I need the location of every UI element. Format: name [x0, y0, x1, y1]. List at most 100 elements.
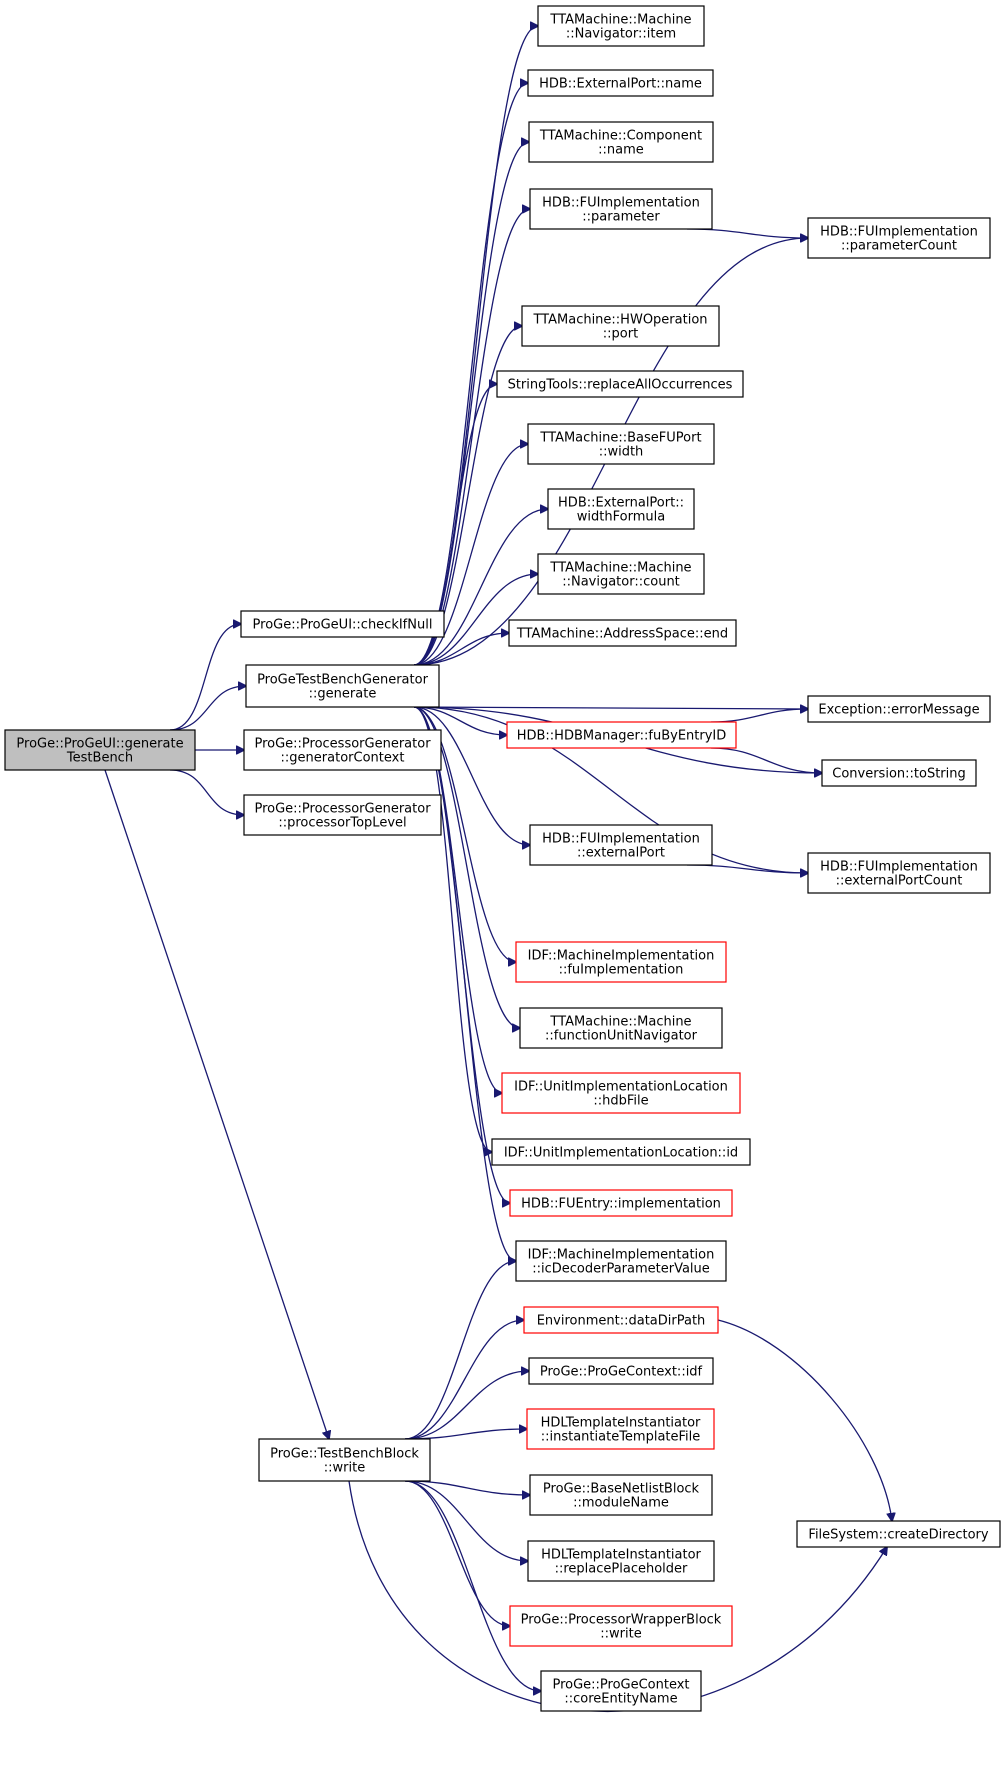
- node-label: TTAMachine::BaseFUPort: [539, 431, 701, 446]
- node-label: TTAMachine::Machine: [549, 1015, 691, 1030]
- node-hdbFile[interactable]: IDF::UnitImplementationLocation::hdbFile: [501, 1072, 741, 1114]
- node-compName[interactable]: TTAMachine::Component::name: [528, 121, 714, 163]
- node-replPh[interactable]: HDLTemplateInstantiator::replacePlacehol…: [527, 1540, 715, 1582]
- node-label: ::coreEntityName: [564, 1692, 677, 1707]
- edge-tbgen-to-icDecParam: [413, 706, 516, 1261]
- node-label: TTAMachine::HWOperation: [532, 313, 707, 328]
- node-box: [515, 941, 727, 983]
- node-pwWrite[interactable]: ProGe::ProcessorWrapperBlock::write: [509, 1605, 733, 1647]
- node-extPortCount[interactable]: HDB::FUImplementation::externalPortCount: [807, 852, 991, 894]
- node-fuPortWidth[interactable]: TTAMachine::BaseFUPort::width: [527, 423, 715, 465]
- node-label: ::write: [324, 1461, 365, 1476]
- node-box: [523, 1306, 719, 1334]
- node-tbwrite[interactable]: ProGe::TestBenchBlock::write: [258, 1438, 431, 1482]
- node-label: ::icDecoderParameterValue: [532, 1262, 710, 1277]
- edge-tbgen-to-fuImpl: [413, 706, 516, 962]
- node-label: ::parameterCount: [841, 239, 957, 254]
- node-modName[interactable]: ProGe::BaseNetlistBlock::moduleName: [529, 1474, 713, 1516]
- node-fuParamCount[interactable]: HDB::FUImplementation::parameterCount: [807, 217, 991, 259]
- edge-fuParam-to-fuParamCount: [686, 228, 808, 238]
- node-navItem[interactable]: TTAMachine::Machine::Navigator::item: [537, 5, 705, 47]
- node-label: HDB::ExternalPort::: [558, 496, 684, 511]
- edge-fuByEntry-to-toString: [710, 747, 822, 773]
- node-hwPort[interactable]: TTAMachine::HWOperation::port: [521, 305, 720, 347]
- node-label: ::replacePlaceholder: [555, 1562, 688, 1577]
- node-label: ::functionUnitNavigator: [545, 1029, 698, 1044]
- node-label: ProGe::TestBenchBlock: [270, 1447, 419, 1462]
- node-box: [529, 1474, 713, 1516]
- node-box: [509, 1605, 733, 1647]
- node-box: [243, 729, 442, 771]
- node-box: [528, 121, 714, 163]
- edge-tbgen-to-fuNav: [413, 706, 520, 1028]
- node-label: ProGe::ProcessorGenerator: [254, 737, 431, 752]
- node-coreName[interactable]: ProGe::ProGeContext::coreEntityName: [540, 1670, 702, 1712]
- node-box: [501, 1072, 741, 1114]
- node-fuImpl[interactable]: IDF::MachineImplementation::fuImplementa…: [515, 941, 727, 983]
- function-nodes: ProGe::ProGeUI::generateTestBenchProGe::…: [4, 5, 1001, 1712]
- edge-tbgen-to-fuPortWidth: [413, 444, 528, 666]
- node-navCount[interactable]: TTAMachine::Machine::Navigator::count: [537, 553, 705, 595]
- node-label: ::Navigator::count: [562, 575, 680, 590]
- node-fuEntryImpl[interactable]: HDB::FUEntry::implementation: [509, 1189, 733, 1217]
- node-icDecParam[interactable]: IDF::MachineImplementation::icDecoderPar…: [515, 1240, 727, 1282]
- edge-tbgen-to-errMsg: [413, 707, 808, 709]
- node-box: [243, 794, 442, 836]
- node-replaceAll[interactable]: StringTools::replaceAllOccurrences: [496, 370, 744, 398]
- node-fuNav[interactable]: TTAMachine::Machine::functionUnitNavigat…: [519, 1007, 723, 1049]
- node-fuByEntry[interactable]: HDB::HDBManager::fuByEntryID: [506, 721, 737, 749]
- node-box: [540, 1670, 702, 1712]
- node-toString[interactable]: Conversion::toString: [821, 759, 977, 787]
- edge-tbgen-to-fuByEntry: [413, 706, 507, 735]
- edge-tbgen-to-fuParam: [413, 209, 530, 666]
- edge-fuByEntry-to-errMsg: [710, 709, 808, 723]
- node-fuParam[interactable]: HDB::FUImplementation::parameter: [529, 188, 713, 230]
- node-box: [521, 305, 720, 347]
- edge-tbwrite-to-ctxIdf: [404, 1371, 529, 1440]
- edge-tbwrite-to-icDecParam: [404, 1261, 516, 1440]
- node-extPort[interactable]: HDB::FUImplementation::externalPort: [529, 824, 713, 866]
- node-label: ::externalPort: [577, 846, 665, 861]
- node-label: ::instantiateTemplateFile: [541, 1430, 701, 1445]
- node-ctxIdf[interactable]: ProGe::ProGeContext::idf: [528, 1357, 714, 1385]
- node-dataDir[interactable]: Environment::dataDirPath: [523, 1306, 719, 1334]
- edge-tbwrite-to-pwWrite: [404, 1480, 510, 1626]
- edge-tbgen-to-navItem: [413, 26, 538, 666]
- edge-tbgen-to-uilId: [413, 706, 492, 1152]
- node-extName[interactable]: HDB::ExternalPort::name: [527, 69, 714, 97]
- node-label: IDF::MachineImplementation: [528, 1248, 715, 1263]
- node-box: [807, 217, 991, 259]
- node-label: ProGe::ProcessorGenerator: [254, 802, 431, 817]
- node-label: ProGe::ProGeContext: [552, 1678, 689, 1693]
- node-label: TTAMachine::Component: [539, 129, 702, 144]
- node-label: HDB::ExternalPort::name: [539, 77, 702, 92]
- node-checkIfNull[interactable]: ProGe::ProGeUI::checkIfNull: [240, 610, 445, 638]
- node-box: [519, 1007, 723, 1049]
- node-label: HDB::FUImplementation: [820, 225, 978, 240]
- node-box: [821, 759, 977, 787]
- node-uilId[interactable]: IDF::UnitImplementationLocation::id: [491, 1138, 751, 1166]
- edge-generateTestBench-to-checkIfNull: [169, 624, 241, 731]
- node-box: [527, 423, 715, 465]
- node-box: [807, 852, 991, 894]
- node-box: [240, 610, 445, 638]
- node-label: ::write: [600, 1627, 641, 1642]
- node-instTpl[interactable]: HDLTemplateInstantiator::instantiateTemp…: [526, 1408, 715, 1450]
- node-box: [509, 1189, 733, 1217]
- node-label: IDF::UnitImplementationLocation: [514, 1080, 728, 1095]
- node-box: [527, 69, 714, 97]
- node-procTop[interactable]: ProGe::ProcessorGenerator::processorTopL…: [243, 794, 442, 836]
- node-box: [528, 1357, 714, 1385]
- node-label: ProGe::ProGeUI::generate: [16, 737, 183, 752]
- edge-tbwrite-to-dataDir: [404, 1320, 524, 1440]
- node-label: TTAMachine::AddressSpace::end: [516, 627, 728, 642]
- node-label: ::moduleName: [573, 1496, 669, 1511]
- node-widthFormula[interactable]: HDB::ExternalPort::widthFormula: [547, 488, 695, 530]
- node-tbgen[interactable]: ProGeTestBenchGenerator::generate: [245, 664, 440, 708]
- node-genContext[interactable]: ProGe::ProcessorGenerator::generatorCont…: [243, 729, 442, 771]
- edge-generateTestBench-to-tbgen: [169, 686, 246, 731]
- node-createDir[interactable]: FileSystem::createDirectory: [796, 1520, 1001, 1548]
- node-asEnd[interactable]: TTAMachine::AddressSpace::end: [508, 619, 737, 647]
- node-errMsg[interactable]: Exception::errorMessage: [807, 695, 991, 723]
